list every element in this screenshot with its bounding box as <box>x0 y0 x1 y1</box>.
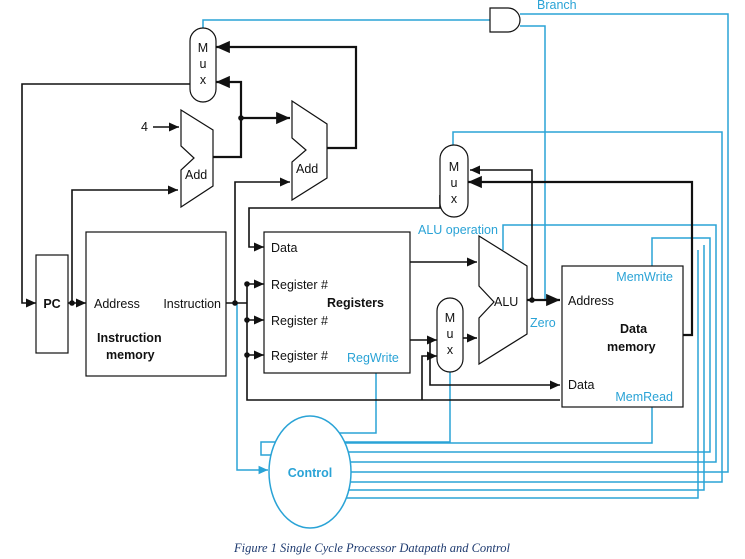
dmem-data-label: Data <box>568 378 594 392</box>
add2-label: Add <box>296 162 318 176</box>
add1-out-wire <box>213 75 243 159</box>
imm-to-add2-wire <box>234 177 290 303</box>
branch-adder: Add <box>291 99 328 202</box>
branch-and-gate <box>489 7 521 33</box>
alusrc-wire <box>260 372 451 456</box>
branch-wire <box>287 13 729 473</box>
alu-operation-wire <box>291 224 717 463</box>
branch-label: Branch <box>537 0 577 12</box>
regwrite-label: RegWrite <box>347 351 399 365</box>
memread-label: MemRead <box>615 390 673 404</box>
junction-dots <box>69 115 535 358</box>
mux3-label-m: M <box>445 311 455 325</box>
control-label: Control <box>288 466 332 480</box>
alu-to-mux-wire <box>470 165 533 300</box>
register-file: Data Register # Register # Register # Re… <box>263 231 411 374</box>
pc-label: PC <box>43 297 60 311</box>
reg-to-dmem-data-wire <box>429 340 560 390</box>
writeback-mux: M u x <box>439 144 469 218</box>
regwrite-wire <box>326 372 377 434</box>
figure-caption: Figure 1 Single Cycle Processor Datapath… <box>233 541 511 555</box>
pc-to-add-wire <box>71 185 178 303</box>
mux2-label-m: M <box>449 160 459 174</box>
add2-out-wire <box>216 40 358 150</box>
pc-source-mux: M u x <box>189 27 217 103</box>
mux-label-u: u <box>200 57 207 71</box>
control-unit: Control <box>268 415 352 529</box>
control-line-a <box>283 245 705 491</box>
program-counter: PC <box>35 254 69 354</box>
imm-to-mux-wire <box>421 351 437 400</box>
opcode-to-control-wire <box>236 303 268 475</box>
reg-num-1-label: Register # <box>271 278 328 292</box>
memtoreg-wire <box>289 131 723 483</box>
mux2-label-u: u <box>451 176 458 190</box>
data-memory: MemWrite Address Data memory Data MemRea… <box>561 265 684 408</box>
memread-wire <box>313 407 653 444</box>
pc-adder: 4 Add <box>141 108 214 209</box>
dmem-to-mux-wire <box>468 175 694 337</box>
imem-title-1: Instruction <box>97 331 162 345</box>
mux-label-m: M <box>198 41 208 55</box>
mux3-label-u: u <box>447 327 454 341</box>
control-line-b <box>276 250 699 499</box>
mux2-label-x: x <box>451 192 458 206</box>
reg-data-label: Data <box>271 241 297 255</box>
alu-label: ALU <box>494 295 518 309</box>
control-wires <box>202 13 729 499</box>
add1-label: Add <box>185 168 207 182</box>
pc-next-wire <box>21 83 190 308</box>
zero-label: Zero <box>530 316 556 330</box>
registers-title: Registers <box>327 296 384 310</box>
reg-num-2-label: Register # <box>271 314 328 328</box>
dmem-title-2: memory <box>607 340 656 354</box>
memwrite-wire <box>290 237 711 453</box>
imem-instruction-label: Instruction <box>163 297 221 311</box>
imem-address-label: Address <box>94 297 140 311</box>
alu: ALU ALU operation Zero <box>418 223 556 366</box>
mux-label-x: x <box>200 73 207 87</box>
datapath-wires <box>21 40 694 401</box>
constant-four: 4 <box>141 120 148 134</box>
alu-source-mux: M u x <box>436 297 464 373</box>
imem-title-2: memory <box>106 348 155 362</box>
dmem-address-label: Address <box>568 294 614 308</box>
dmem-title-1: Data <box>620 322 648 336</box>
reg-num-3-label: Register # <box>271 349 328 363</box>
mux3-label-x: x <box>447 343 454 357</box>
alu-operation-label: ALU operation <box>418 223 498 237</box>
branch-select-wire <box>202 19 490 31</box>
instruction-memory: Address Instruction Instruction memory <box>85 231 227 377</box>
memwrite-label: MemWrite <box>616 270 673 284</box>
